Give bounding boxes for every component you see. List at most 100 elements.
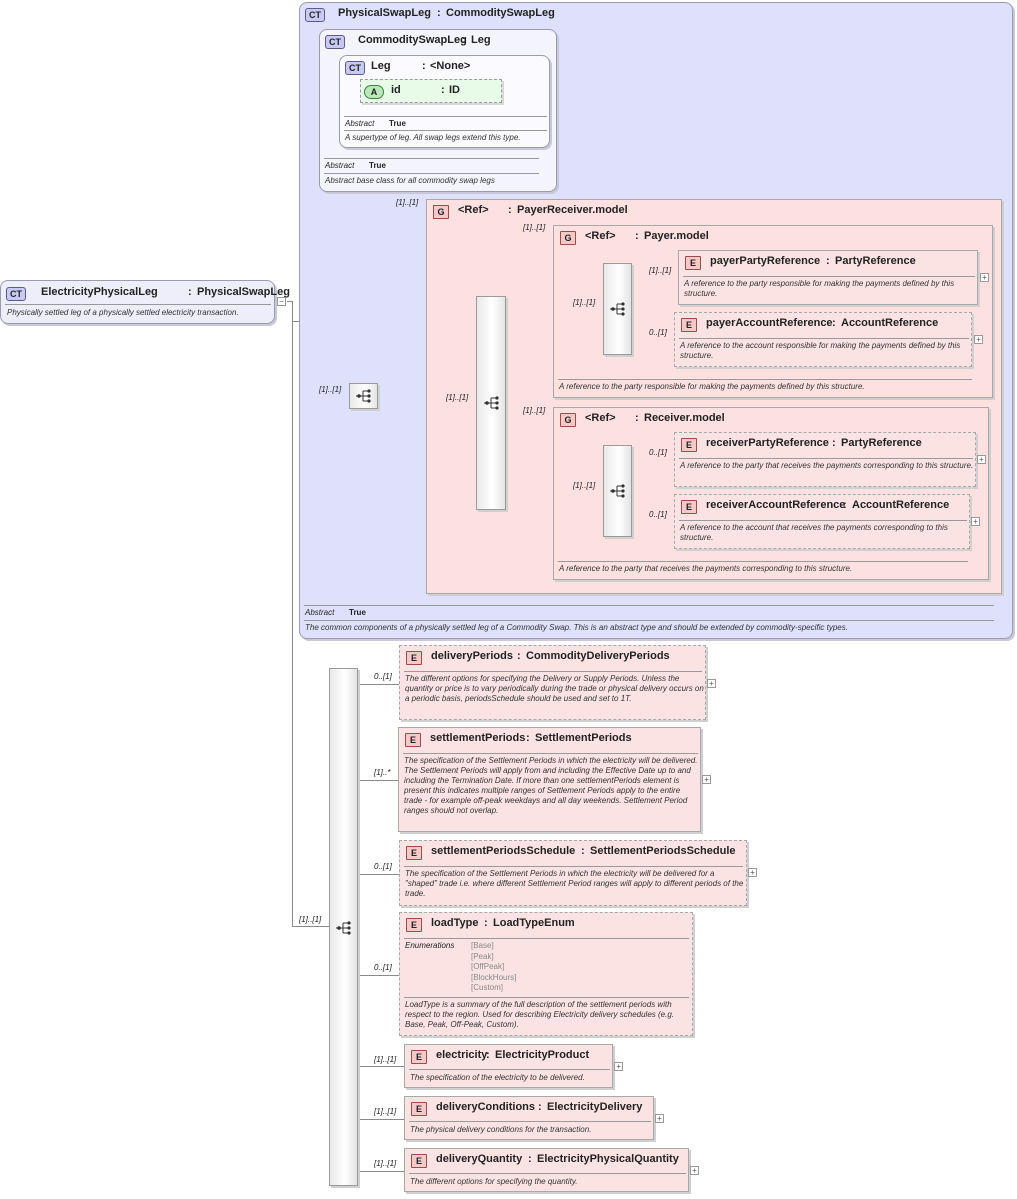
element-doc: The physical delivery conditions for the… <box>410 1125 592 1134</box>
group-ref: <Ref> <box>458 204 489 216</box>
delivery-periods-element[interactable]: E deliveryPeriods : CommodityDeliveryPer… <box>399 645 706 720</box>
element-icon: E <box>406 651 422 665</box>
element-name: deliveryPeriods <box>431 650 513 662</box>
cardinality: 0..[1] <box>374 672 392 681</box>
expand-icon[interactable]: + <box>655 1114 664 1123</box>
element-doc: A reference to the party that receives t… <box>680 461 974 470</box>
element-type: PartyReference <box>841 437 922 449</box>
element-doc: The different options for specifying the… <box>405 674 704 703</box>
element-icon: E <box>681 318 697 332</box>
expand-icon[interactable]: + <box>690 1166 699 1175</box>
element-name: settlementPeriodsSchedule <box>431 845 576 857</box>
cardinality: [1]..[1] <box>299 915 322 924</box>
element-icon: E <box>411 1102 427 1116</box>
element-type: SettlementPeriodsSchedule <box>590 845 736 857</box>
settlement-periods-schedule-element[interactable]: E settlementPeriodsSchedule : Settlement… <box>399 840 747 906</box>
delivery-quantity-element[interactable]: E deliveryQuantity : ElectricityPhysical… <box>404 1148 689 1192</box>
root-doc: Physically settled leg of a physically s… <box>7 308 239 317</box>
element-type: ElectricityDelivery <box>547 1101 643 1113</box>
sequence-icon <box>610 302 625 316</box>
expand-icon[interactable]: + <box>974 335 983 344</box>
group-icon: G <box>433 205 449 219</box>
expand-icon[interactable]: + <box>980 273 989 282</box>
element-name: electricity <box>436 1049 488 1061</box>
enum-value: [BlockHours] <box>471 972 517 982</box>
attribute-name: id <box>391 84 401 96</box>
type-base: Leg <box>471 34 491 46</box>
enum-value: [Custom] <box>471 983 504 992</box>
element-icon: E <box>681 500 697 514</box>
cardinality: [1]..[1] <box>374 1159 397 1168</box>
abstract-label: Abstract <box>325 161 355 170</box>
type-name: PhysicalSwapLeg <box>338 7 431 19</box>
sequence-compositor[interactable] <box>329 668 358 1186</box>
sequence-icon <box>336 921 351 935</box>
abstract-label: Abstract <box>345 119 375 128</box>
delivery-conditions-element[interactable]: E deliveryConditions : ElectricityDelive… <box>404 1096 654 1140</box>
load-type-element[interactable]: E loadType : LoadTypeEnum Enumerations [… <box>399 912 693 1036</box>
element-name: deliveryConditions <box>436 1101 536 1113</box>
element-icon: E <box>406 918 422 932</box>
cardinality: 0..[1] <box>374 963 392 972</box>
cardinality: [1]..[1] <box>396 198 419 207</box>
expand-icon[interactable]: + <box>614 1062 623 1071</box>
expand-icon[interactable]: + <box>748 868 757 877</box>
cardinality: [1]..[1] <box>374 1107 397 1116</box>
complex-type-icon: CT <box>305 8 325 22</box>
element-type: ElectricityProduct <box>495 1049 590 1061</box>
root-name: ElectricityPhysicalLeg <box>41 286 158 298</box>
cardinality: [1]..[1] <box>523 223 546 232</box>
element-icon: E <box>685 256 701 270</box>
expand-icon[interactable]: + <box>707 679 716 688</box>
type-base: CommoditySwapLeg <box>446 7 555 19</box>
element-type: ElectricityPhysicalQuantity <box>537 1153 679 1165</box>
sequence-compositor[interactable] <box>349 383 378 409</box>
receiver-account-reference-element[interactable]: E receiverAccountReference : AccountRefe… <box>674 494 970 549</box>
element-type: AccountReference <box>841 317 939 329</box>
cardinality: 0..[1] <box>649 328 667 337</box>
sequence-compositor[interactable] <box>476 296 506 510</box>
type-separator: : <box>188 286 192 298</box>
expand-icon[interactable]: + <box>971 517 980 526</box>
element-name: loadType <box>431 917 479 929</box>
element-doc: A reference to the account that receives… <box>680 523 948 542</box>
group-doc: A reference to the party responsible for… <box>559 382 865 391</box>
payer-account-reference-element[interactable]: E payerAccountReference : AccountReferen… <box>674 312 972 367</box>
complex-type-icon: CT <box>345 61 365 75</box>
sequence-icon <box>610 484 625 498</box>
element-icon: E <box>681 438 697 452</box>
attribute-id[interactable]: A id : ID <box>360 79 502 103</box>
sequence-compositor[interactable] <box>603 263 632 355</box>
element-type: SettlementPeriods <box>535 732 632 744</box>
element-type: CommodityDeliveryPeriods <box>526 650 670 662</box>
receiver-party-reference-element[interactable]: E receiverPartyReference : PartyReferenc… <box>674 432 976 487</box>
payer-party-reference-element[interactable]: E payerPartyReference : PartyReference A… <box>678 250 978 305</box>
collapse-icon[interactable]: − <box>277 297 286 306</box>
expand-icon[interactable]: + <box>977 455 986 464</box>
cardinality: [1]..[1] <box>649 266 672 275</box>
group-icon: G <box>560 413 576 427</box>
electricity-element[interactable]: E electricity : ElectricityProduct The s… <box>404 1044 613 1088</box>
abstract-value: True <box>389 119 406 128</box>
enumerations-label: Enumerations <box>405 941 455 950</box>
abstract-value: True <box>369 161 386 170</box>
element-doc: A reference to the account responsible f… <box>680 341 961 360</box>
element-name: receiverAccountReference <box>706 499 846 511</box>
sequence-icon <box>484 396 499 410</box>
enum-value: [Peak] <box>471 951 494 961</box>
element-type: AccountReference <box>852 499 950 511</box>
type-doc: A supertype of leg. All swap legs extend… <box>345 133 521 142</box>
element-name: receiverPartyReference <box>706 437 829 449</box>
element-name: payerAccountReference <box>706 317 833 329</box>
cardinality: [1]..[1] <box>573 481 596 490</box>
group-ref: <Ref> <box>585 412 616 424</box>
abstract-value: True <box>349 608 366 617</box>
element-name: deliveryQuantity <box>436 1153 523 1165</box>
group-name: PayerReceiver.model <box>517 204 628 216</box>
enumeration-values: [Base] [Peak] [OffPeak] [BlockHours] [Cu… <box>471 941 516 994</box>
expand-icon[interactable]: + <box>702 775 711 784</box>
settlement-periods-element[interactable]: E settlementPeriods : SettlementPeriods … <box>398 727 701 832</box>
sequence-compositor[interactable] <box>603 445 632 537</box>
root-complex-type[interactable]: CT ElectricityPhysicalLeg : PhysicalSwap… <box>0 280 290 324</box>
group-name: Payer.model <box>644 230 709 242</box>
